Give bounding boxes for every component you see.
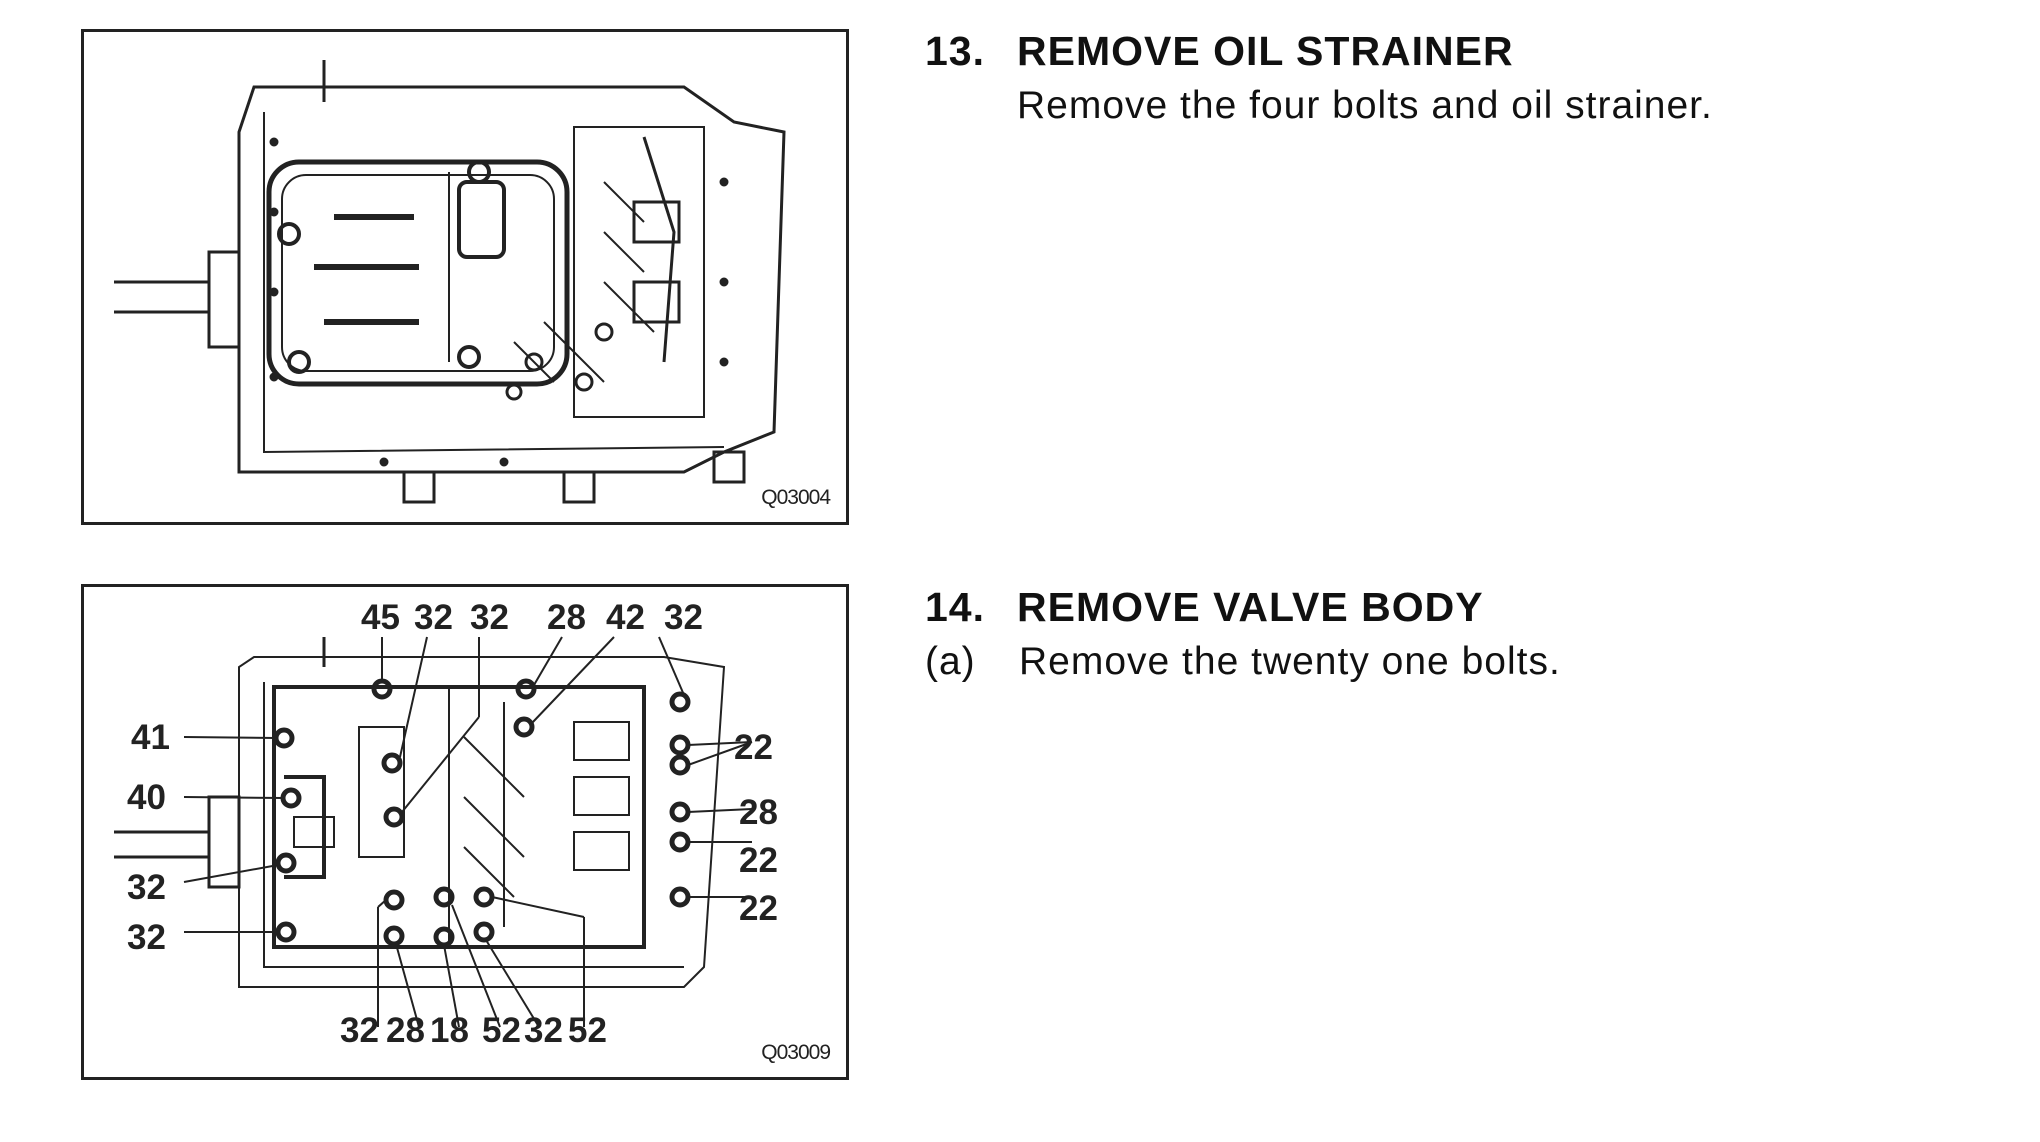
step-14-heading: 14. REMOVE VALVE BODY <box>925 584 1484 631</box>
callout-label: 32 <box>127 868 166 907</box>
callout-label: 28 <box>547 598 586 637</box>
step-13-heading: 13. REMOVE OIL STRAINER <box>925 28 1514 75</box>
callout-label: 32 <box>664 598 703 637</box>
oil-strainer-figure: Q03004 <box>81 29 849 525</box>
step-13-instruction: Remove the four bolts and oil strainer. <box>1017 84 1713 127</box>
step-14-instruction: (a) Remove the twenty one bolts. <box>925 640 1561 684</box>
sub-step-text: Remove the twenty one bolts. <box>1019 640 1561 683</box>
callout-label: 18 <box>430 1011 469 1050</box>
callout-label: 32 <box>524 1011 563 1050</box>
callout-label: 32 <box>414 598 453 637</box>
callout-label: 45 <box>361 598 400 637</box>
valve-body-figure: 45 32 32 28 42 32 41 40 32 32 22 28 22 2… <box>81 584 849 1080</box>
step-title: REMOVE OIL STRAINER <box>1017 28 1514 74</box>
figure-code: Q03009 <box>761 1041 831 1064</box>
callout-label: 32 <box>127 918 166 957</box>
callout-label: 32 <box>340 1011 379 1050</box>
callout-label: 28 <box>386 1011 425 1050</box>
callout-label: 52 <box>482 1011 521 1050</box>
callout-label: 52 <box>568 1011 607 1050</box>
figure-code: Q03004 <box>761 486 831 509</box>
step-number: 13. <box>925 28 985 74</box>
callout-label: 22 <box>734 728 773 767</box>
callout-label: 32 <box>470 598 509 637</box>
callout-label: 28 <box>739 793 778 832</box>
callout-label: 40 <box>127 778 166 817</box>
oil-strainer-drawing <box>114 60 786 504</box>
callout-label: 41 <box>131 718 170 757</box>
step-number: 14. <box>925 584 985 630</box>
step-title: REMOVE VALVE BODY <box>1017 584 1484 630</box>
valve-body-drawing <box>114 636 753 1028</box>
callout-label: 42 <box>606 598 645 637</box>
callout-label: 22 <box>739 889 778 928</box>
sub-step-label: (a) <box>925 640 976 683</box>
callout-label: 22 <box>739 841 778 880</box>
